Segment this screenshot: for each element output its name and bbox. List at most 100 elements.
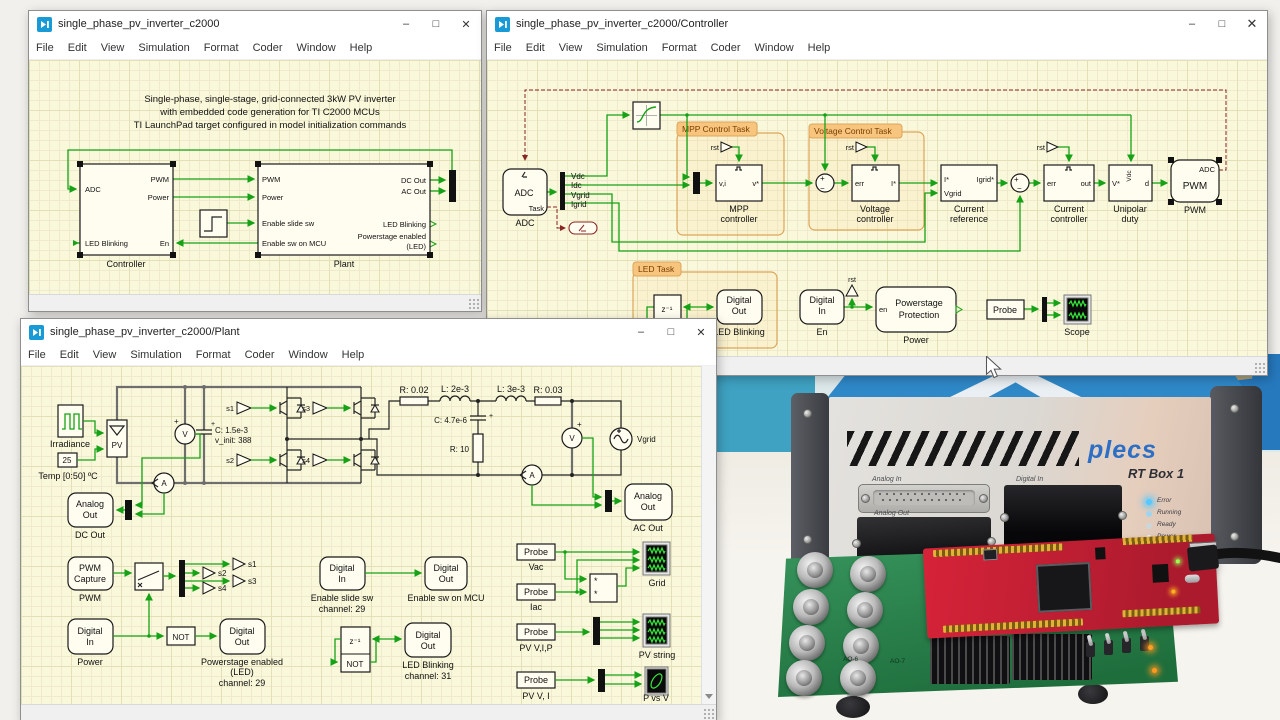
minimize-button[interactable]: – [402, 18, 410, 30]
sum-voltage[interactable]: + − [815, 173, 835, 193]
pvvi-demux[interactable] [598, 669, 605, 692]
filter-l1[interactable]: L: 2e-3 [439, 384, 471, 402]
delay-not-block[interactable]: z⁻¹ NOT [340, 626, 371, 673]
not-block[interactable]: NOT [166, 626, 196, 646]
menu-edit[interactable]: Edit [67, 42, 87, 54]
ac-out-mux[interactable] [605, 490, 612, 512]
window-plant[interactable]: single_phase_pv_inverter_c2000/Plant – □… [20, 318, 717, 720]
minimize-button[interactable]: – [637, 326, 645, 338]
mpp-mux[interactable] [693, 172, 700, 194]
scroll-down-arrow[interactable] [702, 689, 716, 704]
schematic-canvas-plant[interactable]: Irradiance 25 Temp [0:50] ºC PV V + [21, 366, 716, 704]
xy-scope-pvsv[interactable]: P vs V [643, 666, 669, 703]
current-controller-block[interactable]: err out Current controller [1043, 164, 1095, 224]
filter-c[interactable]: + C: 4.7e-6 [434, 413, 493, 425]
rst-trigger-current[interactable]: rst [1037, 141, 1060, 153]
pv-demux[interactable] [593, 617, 600, 645]
digital-in-en-block[interactable]: Digital In En [799, 289, 845, 337]
analog-out-dc-block[interactable]: Analog Out DC Out [67, 492, 114, 540]
scope-grid[interactable]: Grid [642, 541, 671, 588]
gate-out-s4[interactable]: s4 [202, 581, 227, 595]
mpp-controller-block[interactable]: v,i v* MPP controller [715, 164, 763, 224]
ac-voltmeter[interactable]: V + [561, 420, 583, 449]
menu-view[interactable]: View [558, 42, 583, 54]
probe-iac[interactable]: Probe Iac [516, 583, 556, 612]
gate-s4[interactable]: s4 [302, 453, 352, 467]
analog-out-ac-block[interactable]: Analog Out AC Out [624, 483, 673, 533]
gate-s1[interactable]: s1 [226, 401, 278, 415]
resize-grip[interactable] [703, 708, 714, 719]
close-button[interactable]: ✕ [461, 18, 471, 31]
rst-trigger-voltage[interactable]: rst [846, 141, 869, 153]
saturation-block[interactable] [632, 101, 661, 130]
vertical-scrollbar[interactable] [701, 366, 716, 704]
menu-file[interactable]: File [494, 42, 512, 54]
titlebar[interactable]: single_phase_pv_inverter_c2000/Plant – □… [21, 319, 716, 345]
menu-coder[interactable]: Coder [710, 42, 741, 54]
pwm-capture-block[interactable]: PWM Capture PWM [67, 556, 114, 603]
digital-in-slide-block[interactable]: Digital In Enable slide sw channel: 29 [311, 556, 374, 614]
unipolar-duty-block[interactable]: V* d Vdc Unipolar duty [1108, 164, 1153, 224]
menu-simulation[interactable]: Simulation [138, 42, 190, 54]
menu-view[interactable]: View [100, 42, 125, 54]
gate-out-s1[interactable]: s1 [232, 557, 257, 571]
plant-subsystem-block[interactable]: PWM Power Enable slide sw Enable sw on M… [255, 161, 433, 269]
digital-out-led-block[interactable]: Digital Out LED Blinking [713, 289, 765, 337]
controller-subsystem-block[interactable]: ADC PWM Power LED Blinking En Controller [77, 161, 176, 269]
maximize-button[interactable]: □ [1218, 18, 1226, 30]
voltage-controller-block[interactable]: err I* Voltage controller [851, 164, 900, 224]
menu-window[interactable]: Window [754, 42, 794, 54]
menu-file[interactable]: File [28, 349, 46, 361]
menu-edit[interactable]: Edit [59, 349, 79, 361]
adc-block[interactable]: ADC Task ADC [502, 168, 548, 228]
filter-r3[interactable]: R: 0.03 [533, 385, 563, 406]
task-trigger[interactable] [568, 221, 598, 235]
multiplier-block[interactable]: * * [589, 573, 618, 603]
probe-pvvi[interactable]: Probe PV V, I [516, 671, 556, 701]
menu-format[interactable]: Format [195, 349, 231, 361]
menu-help[interactable]: Help [349, 42, 373, 54]
menu-coder[interactable]: Coder [252, 42, 283, 54]
current-reference-block[interactable]: I* Vgrid Igrid* Current reference [940, 164, 998, 224]
rst-trigger-mpp[interactable]: rst [711, 141, 734, 153]
scope-mux[interactable] [1042, 297, 1047, 322]
resize-grip[interactable] [1254, 362, 1265, 373]
menu-window[interactable]: Window [288, 349, 328, 361]
menu-view[interactable]: View [92, 349, 117, 361]
ac-ammeter[interactable]: A [518, 464, 543, 486]
gate-s3[interactable]: s3 [302, 401, 352, 415]
vgrid-source[interactable]: Vgrid [609, 427, 656, 451]
close-button[interactable]: ✕ [1246, 16, 1258, 31]
pv-block[interactable]: PV [106, 419, 128, 458]
pwm-block[interactable]: ADC PWM PWM [1168, 157, 1222, 215]
digital-out-blink-block[interactable]: Digital Out LED Blinking channel: 31 [402, 622, 454, 681]
window-model[interactable]: single_phase_pv_inverter_c2000 – □ ✕ Fil… [28, 10, 482, 312]
menu-format[interactable]: Format [661, 42, 697, 54]
irradiance-source[interactable]: Irradiance [50, 404, 90, 449]
probe-vac[interactable]: Probe Vac [516, 543, 556, 572]
scope-block[interactable]: Scope [1063, 294, 1092, 337]
menu-help[interactable]: Help [807, 42, 831, 54]
probe-block[interactable]: Probe [986, 299, 1025, 320]
rst-trigger-en[interactable]: rst [845, 277, 859, 297]
menu-edit[interactable]: Edit [525, 42, 545, 54]
gate-out-s3[interactable]: s3 [232, 574, 257, 588]
menu-window[interactable]: Window [296, 42, 336, 54]
menu-format[interactable]: Format [203, 42, 239, 54]
menu-coder[interactable]: Coder [244, 349, 275, 361]
gate-demux[interactable] [179, 560, 185, 597]
digital-in-power-block[interactable]: Digital In Power [67, 618, 114, 667]
menu-simulation[interactable]: Simulation [596, 42, 648, 54]
dc-ammeter[interactable]: A [150, 472, 175, 494]
filter-r1[interactable]: R: 0.02 [399, 385, 429, 406]
switch-block[interactable] [134, 562, 164, 591]
signal-mux[interactable] [449, 170, 456, 202]
scope-pvstring[interactable]: PV string [639, 613, 676, 660]
menu-help[interactable]: Help [341, 349, 365, 361]
menu-simulation[interactable]: Simulation [130, 349, 182, 361]
gate-out-s2[interactable]: s2 [202, 566, 227, 580]
gate-s2[interactable]: s2 [226, 453, 278, 467]
digital-out-powerstage-block[interactable]: Digital Out Powerstage enabled (LED) cha… [201, 618, 283, 688]
titlebar[interactable]: single_phase_pv_inverter_c2000/Controlle… [487, 11, 1267, 37]
filter-r-damp[interactable]: R: 10 [450, 433, 484, 463]
